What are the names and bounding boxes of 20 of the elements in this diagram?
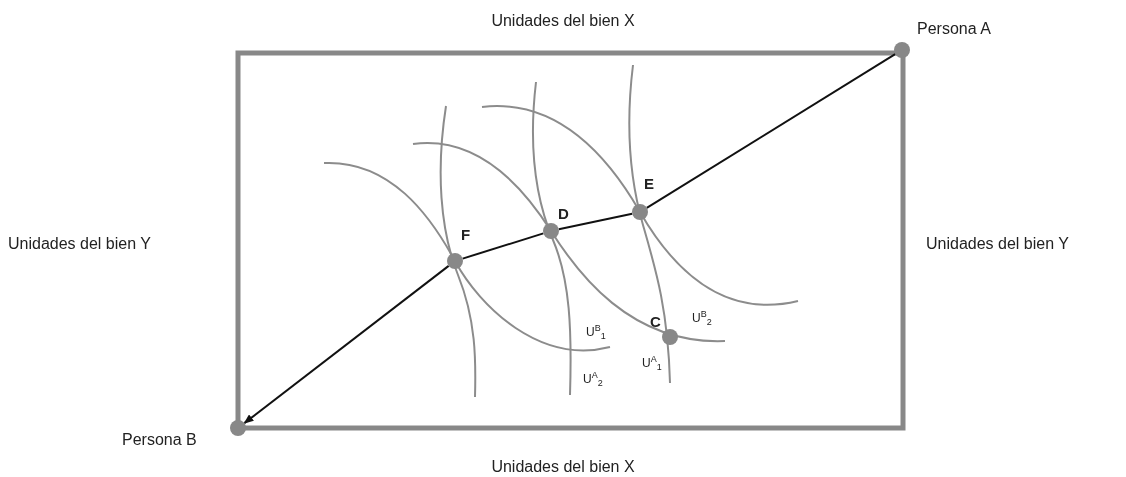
point-label: E xyxy=(644,175,654,192)
contract-curve-line xyxy=(243,264,450,425)
point-label: C xyxy=(650,313,661,330)
contract-curve-line xyxy=(645,53,897,209)
axis-label: Unidades del bien X xyxy=(491,458,635,476)
axis-label: Unidades del bien Y xyxy=(8,235,151,253)
point-dot xyxy=(543,223,559,239)
axis-label: Unidades del bien X xyxy=(491,12,635,30)
point-dot xyxy=(230,420,246,436)
contract-curve-line xyxy=(557,212,634,231)
point-dot xyxy=(894,42,910,58)
point-label: Persona A xyxy=(917,20,991,38)
point-dot xyxy=(447,253,463,269)
axis-label: Unidades del bien Y xyxy=(926,235,1069,253)
point-dot xyxy=(632,204,648,220)
point-label: F xyxy=(461,226,471,243)
point-dot xyxy=(662,329,678,345)
point-label: D xyxy=(558,205,569,222)
contract-curve-line xyxy=(461,232,545,260)
point-label: Persona B xyxy=(122,431,197,449)
